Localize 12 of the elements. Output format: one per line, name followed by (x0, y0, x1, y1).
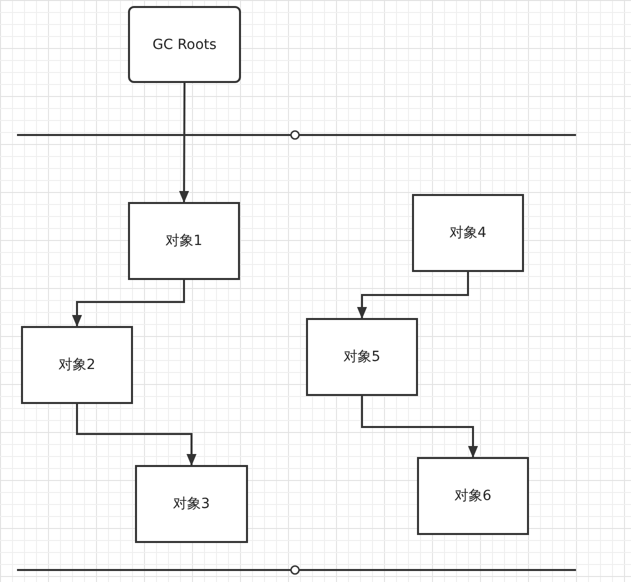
arrow (179, 83, 190, 203)
arrow (72, 280, 185, 327)
process-box: 对象6 (417, 457, 529, 535)
process-box: GC Roots (128, 6, 241, 83)
process-box: 对象4 (412, 194, 524, 272)
process-box: 对象1 (128, 202, 240, 280)
arrow (361, 396, 478, 458)
arrow (76, 404, 196, 466)
arrow (357, 272, 469, 319)
process-box: 对象2 (21, 326, 133, 404)
process-box: 对象5 (306, 318, 418, 396)
process-box: 对象3 (135, 465, 248, 543)
